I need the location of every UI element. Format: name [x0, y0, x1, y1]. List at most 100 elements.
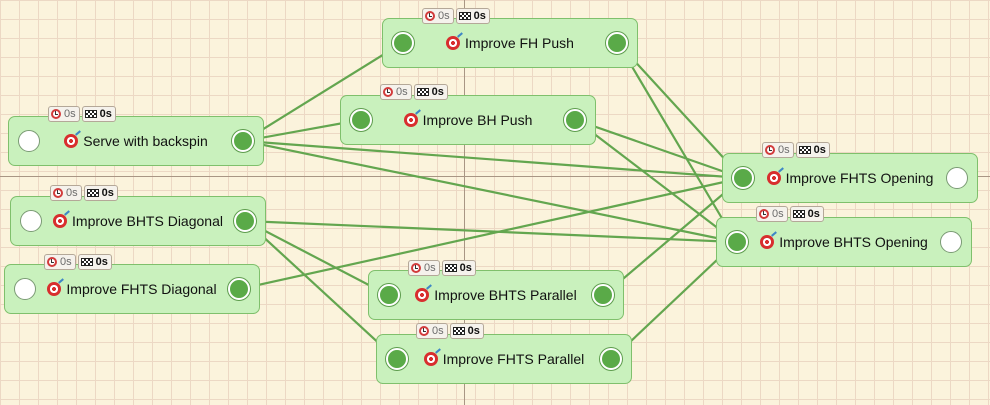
- target-icon: [766, 171, 781, 185]
- checkered-flag-icon: [458, 12, 471, 20]
- edge-n_bh_push-to-n_fhts_open[interactable]: [575, 118, 743, 180]
- node-n_bhts_diag[interactable]: Improve BHTS Diagonal: [10, 196, 266, 246]
- edge-n_fhts_diag-to-n_fhts_open[interactable]: [239, 176, 743, 291]
- finish-value: 0s: [101, 187, 114, 199]
- node-n_fhts_par[interactable]: Improve FHTS Parallel: [376, 334, 632, 384]
- output-port[interactable]: [234, 210, 256, 232]
- alarm-clock-icon: [53, 188, 63, 198]
- edge-n_serve-to-n_bhts_open[interactable]: [243, 139, 737, 244]
- finish-value: 0s: [459, 262, 472, 274]
- output-port[interactable]: [600, 348, 622, 370]
- node-label: Serve with backspin: [83, 133, 208, 149]
- node-label: Improve BHTS Diagonal: [72, 213, 223, 229]
- timer-badge: 0s: [380, 84, 412, 100]
- input-port[interactable]: [350, 109, 372, 131]
- node-badges: 0s 0s: [416, 322, 484, 340]
- timer-value: 0s: [66, 187, 78, 199]
- edge-n_fh_push-to-n_fhts_open[interactable]: [617, 42, 743, 179]
- node-title: Improve BHTS Parallel: [409, 271, 583, 319]
- finish-badge: 0s: [455, 8, 490, 24]
- node-badges: 0s 0s: [756, 205, 824, 223]
- finish-value: 0s: [807, 208, 820, 220]
- edge-n_bhts_diag-to-n_bhts_open[interactable]: [245, 219, 737, 244]
- edge-n_serve-to-n_fhts_open[interactable]: [243, 139, 743, 180]
- node-n_bhts_open[interactable]: Improve BHTS Opening: [716, 217, 972, 267]
- timer-value: 0s: [778, 144, 790, 156]
- timer-badge: 0s: [44, 254, 76, 270]
- timer-value: 0s: [432, 325, 444, 337]
- timer-badge: 0s: [756, 206, 788, 222]
- input-port[interactable]: [392, 32, 414, 54]
- canvas-axis-horizontal: [0, 176, 990, 177]
- edge-n_bh_push-to-n_bhts_open[interactable]: [575, 119, 737, 243]
- timer-value: 0s: [60, 256, 72, 268]
- node-n_fhts_open[interactable]: Improve FHTS Opening: [722, 153, 978, 203]
- edge-n_bhts_diag-to-n_bhts_par[interactable]: [245, 220, 389, 296]
- output-port[interactable]: [592, 284, 614, 306]
- node-title: Improve FHTS Diagonal: [45, 265, 219, 313]
- finish-badge: 0s: [83, 185, 118, 201]
- input-port[interactable]: [732, 167, 754, 189]
- input-port[interactable]: [386, 348, 408, 370]
- node-title: Improve FHTS Opening: [763, 154, 937, 202]
- edge-n_fh_push-to-n_bhts_open[interactable]: [617, 42, 737, 243]
- finish-value: 0s: [813, 144, 826, 156]
- finish-badge: 0s: [795, 142, 830, 158]
- alarm-clock-icon: [419, 326, 429, 336]
- timer-value: 0s: [424, 262, 436, 274]
- checkered-flag-icon: [798, 146, 811, 154]
- node-label: Improve FHTS Diagonal: [66, 281, 217, 297]
- finish-value: 0s: [431, 86, 444, 98]
- canvas-axis-vertical: [464, 0, 465, 405]
- node-label: Improve FHTS Parallel: [442, 351, 585, 367]
- output-port[interactable]: [940, 231, 962, 253]
- node-badges: 0s 0s: [408, 259, 476, 277]
- edge-n_serve-to-n_fh_push[interactable]: [243, 42, 403, 142]
- timer-badge: 0s: [408, 260, 440, 276]
- output-port[interactable]: [232, 130, 254, 152]
- timer-badge: 0s: [416, 323, 448, 339]
- checkered-flag-icon: [452, 327, 465, 335]
- finish-value: 0s: [99, 108, 112, 120]
- input-port[interactable]: [726, 231, 748, 253]
- node-n_bhts_par[interactable]: Improve BHTS Parallel: [368, 270, 624, 320]
- edge-n_bhts_diag-to-n_fhts_par[interactable]: [245, 220, 397, 360]
- edge-n_bhts_par-to-n_fhts_open[interactable]: [603, 177, 743, 296]
- input-port[interactable]: [378, 284, 400, 306]
- alarm-clock-icon: [411, 263, 421, 273]
- finish-value: 0s: [95, 256, 108, 268]
- node-title: Serve with backspin: [49, 117, 223, 165]
- input-port[interactable]: [20, 210, 42, 232]
- alarm-clock-icon: [383, 87, 393, 97]
- node-n_fhts_diag[interactable]: Improve FHTS Diagonal: [4, 264, 260, 314]
- output-port[interactable]: [228, 278, 250, 300]
- node-badges: 0s 0s: [44, 253, 112, 271]
- alarm-clock-icon: [759, 209, 769, 219]
- node-n_bh_push[interactable]: Improve BH Push: [340, 95, 596, 145]
- finish-value: 0s: [467, 325, 480, 337]
- target-icon: [64, 134, 79, 148]
- node-title: Improve BHTS Diagonal: [51, 197, 225, 245]
- node-label: Improve BHTS Parallel: [434, 287, 577, 303]
- target-icon: [760, 235, 775, 249]
- checkered-flag-icon: [444, 264, 457, 272]
- finish-badge: 0s: [77, 254, 112, 270]
- target-icon: [47, 282, 62, 296]
- input-port[interactable]: [18, 130, 40, 152]
- edge-n_fhts_par-to-n_bhts_open[interactable]: [611, 241, 737, 360]
- output-port[interactable]: [606, 32, 628, 54]
- output-port[interactable]: [564, 109, 586, 131]
- finish-badge: 0s: [413, 84, 448, 100]
- node-n_serve[interactable]: Serve with backspin: [8, 116, 264, 166]
- target-icon: [403, 113, 418, 127]
- output-port[interactable]: [946, 167, 968, 189]
- timer-value: 0s: [772, 208, 784, 220]
- node-label: Improve BH Push: [422, 112, 533, 128]
- input-port[interactable]: [14, 278, 36, 300]
- node-badges: 0s 0s: [380, 83, 448, 101]
- node-label: Improve BHTS Opening: [779, 234, 928, 250]
- checkered-flag-icon: [84, 110, 97, 118]
- node-n_fh_push[interactable]: Improve FH Push: [382, 18, 638, 68]
